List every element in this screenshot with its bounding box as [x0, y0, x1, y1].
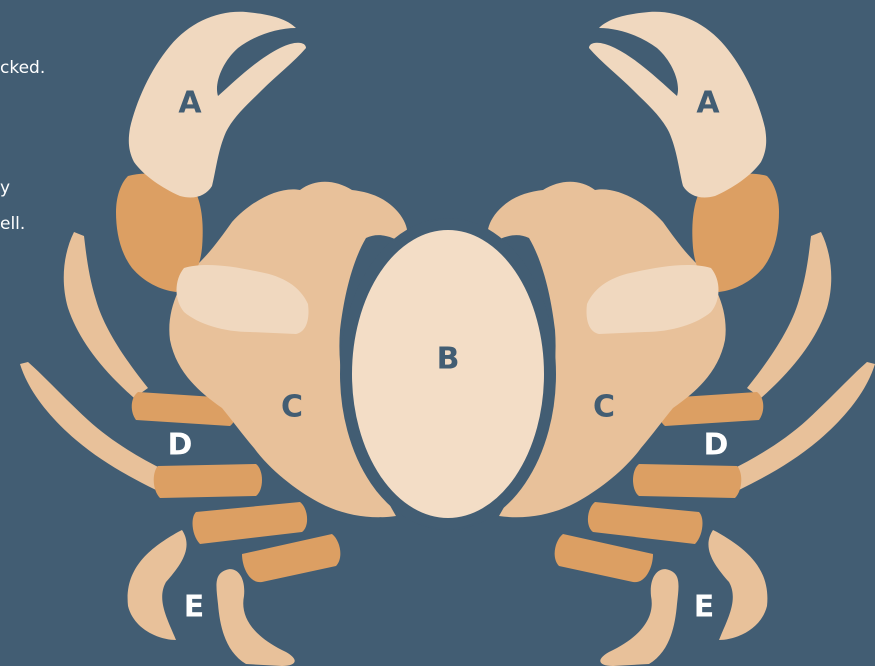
right-leg-rear-outer: [708, 530, 767, 640]
left-leg-segment-3: [193, 502, 308, 544]
label-d-right: D: [704, 428, 729, 463]
right-leg-rear-inner: [600, 569, 678, 666]
right-claw: [589, 12, 766, 198]
label-d-left: D: [168, 428, 193, 463]
right-leg-segment-4: [555, 534, 653, 582]
left-leg-segment-2: [154, 464, 262, 498]
left-leg-rear-inner: [216, 569, 294, 666]
right-leg-segment-2: [633, 464, 741, 498]
right-leg-segment-3: [588, 502, 703, 544]
label-b: B: [437, 342, 460, 377]
left-leg-rear-outer: [128, 530, 187, 640]
label-a-left: A: [178, 86, 202, 121]
label-e-right: E: [694, 590, 715, 625]
label-c-right: C: [593, 390, 615, 425]
label-a-right: A: [696, 86, 720, 121]
left-claw: [129, 12, 306, 198]
left-leg-segment-4: [242, 534, 340, 582]
label-e-left: E: [184, 590, 205, 625]
label-c-left: C: [281, 390, 303, 425]
